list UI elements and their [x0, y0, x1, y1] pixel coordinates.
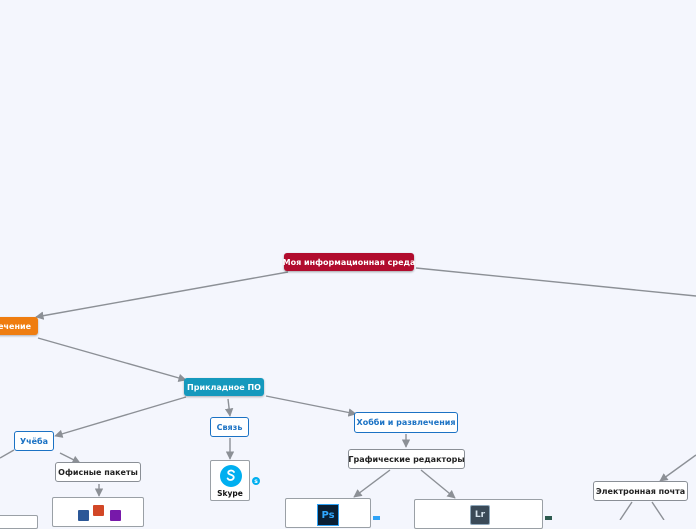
applied-software-node[interactable]: Прикладное ПО [184, 378, 264, 396]
edge-root-left [35, 271, 289, 320]
office-suites-node[interactable]: Офисные пакеты [55, 462, 141, 482]
skype-icon [220, 465, 242, 487]
edge-email-down-b [651, 501, 665, 520]
edge-right-email [659, 454, 696, 482]
branch-node-left[interactable]: ечение [0, 317, 38, 335]
edge-graphics-lr [420, 469, 456, 499]
edge-study-office [59, 452, 81, 464]
edge-left-applied [37, 337, 187, 382]
communication-node[interactable]: Связь [210, 417, 249, 437]
graphics-editors-node[interactable]: Графические редакторы [348, 449, 465, 469]
hobby-node[interactable]: Хобби и развлечения [354, 412, 458, 433]
edge-root-right [415, 267, 696, 297]
root-node[interactable]: Моя информационная среда [283, 253, 415, 271]
lightroom-small-icon [545, 516, 552, 520]
edge-applied-study [54, 396, 187, 438]
office-apps-image-node[interactable] [52, 497, 144, 527]
study-node[interactable]: Учёба [14, 431, 54, 451]
edge-applied-comm [224, 398, 234, 417]
photoshop-small-icon [373, 516, 380, 520]
edge-applied-hobby [265, 395, 357, 417]
offscreen-node-left[interactable] [0, 515, 38, 529]
edge-study-left [0, 449, 15, 459]
edge-email-down-a [619, 501, 633, 520]
photoshop-icon: Ps [317, 504, 339, 526]
skype-small-icon[interactable]: s [252, 477, 260, 485]
lightroom-icon: Lr [470, 505, 490, 525]
skype-caption: Skype [217, 489, 243, 498]
email-node[interactable]: Электронная почта [593, 481, 688, 501]
edge-graphics-ps [353, 469, 391, 498]
photoshop-image-node[interactable]: Ps [285, 498, 371, 528]
lightroom-image-node[interactable]: Lr [414, 499, 543, 529]
skype-image-node[interactable]: Skype [210, 460, 250, 501]
